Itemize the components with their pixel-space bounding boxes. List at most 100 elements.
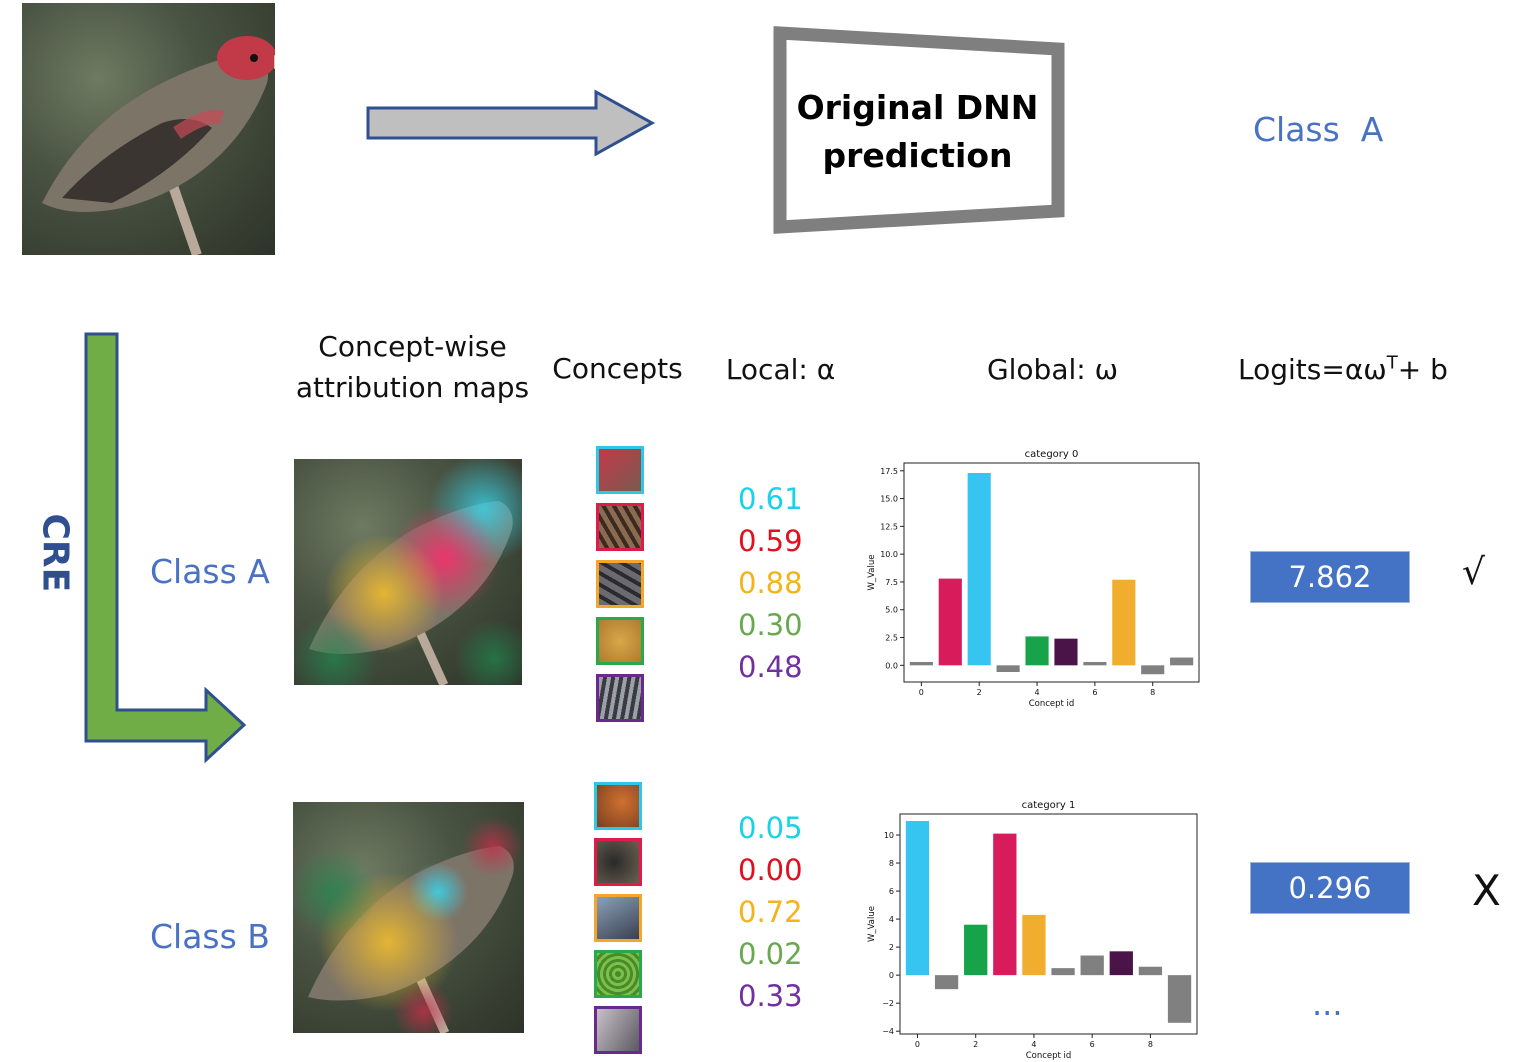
chart-bar-0 xyxy=(909,661,933,666)
y-tick-label: 0.0 xyxy=(885,661,898,670)
row-b-concept-patch-3 xyxy=(594,894,642,942)
dnn-box-label: Original DNN prediction xyxy=(795,84,1040,180)
row-a-heatmap xyxy=(294,459,522,685)
row-b-alpha-1: 0.05 xyxy=(738,811,803,845)
chart-bar-6 xyxy=(1080,955,1104,976)
header-attribution-line1: Concept-wise xyxy=(318,330,507,363)
y-tick-label: 4 xyxy=(889,915,894,924)
header-local: Local: α xyxy=(725,353,836,386)
y-tick-label: 15.0 xyxy=(880,495,898,504)
y-tick-label: 12.5 xyxy=(880,522,898,531)
arrow-to-dnn xyxy=(366,89,656,157)
row-b-incorrect-mark: X xyxy=(1472,866,1501,915)
row-a-concept-patch-5 xyxy=(596,674,644,722)
chart-frame xyxy=(899,813,1198,1035)
chart-bar-5 xyxy=(1051,968,1075,976)
x-tick-label: 0 xyxy=(915,1040,920,1049)
x-tick-label: 6 xyxy=(1092,688,1097,697)
row-b-alpha-2: 0.00 xyxy=(738,853,803,887)
input-bird-photo xyxy=(22,3,275,255)
x-tick-label: 0 xyxy=(919,688,924,697)
row-a-alpha-3: 0.88 xyxy=(738,566,803,600)
header-logits-superscript: T xyxy=(1386,352,1398,374)
dnn-box-line1: Original DNN xyxy=(796,88,1039,127)
row-a-weights-chart: category 0 0.0 2.5 5.0 7.5 10.0 12.5 15.0 17.5 0 2… xyxy=(867,449,1200,709)
chart-bar-8 xyxy=(1141,665,1165,675)
row-b-alpha-5: 0.33 xyxy=(738,979,803,1013)
x-tick-label: 4 xyxy=(1034,688,1039,697)
y-tick-label: 17.5 xyxy=(880,467,898,476)
dnn-box-line2: prediction xyxy=(822,136,1013,175)
row-b-heatmap xyxy=(293,817,523,1033)
x-tick-label: 2 xyxy=(973,1040,978,1049)
header-attribution-line2: attribution maps xyxy=(295,370,530,404)
row-a-alpha-5: 0.48 xyxy=(738,650,803,684)
y-tick-label: 6 xyxy=(889,887,894,896)
row-a-concept-patch-1 xyxy=(596,446,644,494)
chart-bar-8 xyxy=(1138,966,1163,976)
chart-bar-1 xyxy=(934,975,959,990)
chart-bar-6 xyxy=(1083,661,1107,666)
row-a-alpha-2: 0.59 xyxy=(738,524,803,558)
header-concepts: Concepts xyxy=(552,352,683,385)
row-a-concept-patch-4 xyxy=(596,617,644,665)
chart-bar-9 xyxy=(1170,657,1194,666)
x-tick-label: 6 xyxy=(1090,1040,1095,1049)
row-b-logit-value: 0.296 xyxy=(1250,862,1410,914)
y-tick-label: 10 xyxy=(884,831,894,840)
header-logits-main: Logits=αω xyxy=(1238,353,1387,386)
x-tick-label: 8 xyxy=(1150,688,1155,697)
row-b-concept-patch-4 xyxy=(594,950,642,998)
more-classes-ellipsis: ... xyxy=(1312,985,1343,1023)
chart-bar-1 xyxy=(938,578,962,666)
row-b-alpha-4: 0.02 xyxy=(738,937,803,971)
y-tick-label: 2.5 xyxy=(885,634,898,643)
row-a-alpha-4: 0.30 xyxy=(738,608,803,642)
header-attribution-maps: Concept-wise attribution maps xyxy=(285,327,540,408)
y-tick-label: 7.5 xyxy=(885,578,898,587)
predicted-class: Class A xyxy=(1253,110,1384,149)
y-tick-label: 10.0 xyxy=(880,550,898,559)
row-a-logit-value: 7.862 xyxy=(1250,551,1410,603)
row-a-concept-patch-2 xyxy=(596,503,644,551)
y-tick-label: 5.0 xyxy=(885,606,898,615)
header-logits-tail: + b xyxy=(1397,353,1448,386)
chart-title: category 1 xyxy=(1022,800,1076,811)
cre-arrow xyxy=(84,332,247,764)
x-axis-label: Concept id xyxy=(1029,699,1075,709)
row-a-alpha-1: 0.61 xyxy=(738,482,803,516)
y-tick-label: 2 xyxy=(889,943,894,952)
chart-bar-3 xyxy=(993,833,1017,976)
x-tick-label: 8 xyxy=(1148,1040,1153,1049)
chart-bar-2 xyxy=(967,473,991,666)
chart-bar-7 xyxy=(1109,951,1133,976)
chart-bar-2 xyxy=(964,924,988,976)
y-tick-label: 0 xyxy=(889,971,894,980)
y-axis-label: W_Value xyxy=(867,555,877,591)
chart-bar-5 xyxy=(1054,638,1078,666)
row-b-attribution-map xyxy=(293,802,524,1033)
row-b-alpha-3: 0.72 xyxy=(738,895,803,929)
chart-frame xyxy=(903,462,1200,683)
row-a-concept-patch-3 xyxy=(596,560,644,608)
chart-bar-7 xyxy=(1112,579,1136,666)
row-b-concept-patch-2 xyxy=(594,838,642,886)
row-a-correct-mark: √ xyxy=(1462,552,1485,593)
x-tick-label: 2 xyxy=(977,688,982,697)
y-tick-label: 8 xyxy=(889,859,894,868)
y-axis-label: W_Value xyxy=(867,906,877,942)
chart-bar-9 xyxy=(1167,975,1192,1023)
x-axis-label: Concept id xyxy=(1026,1051,1072,1061)
chart-bar-4 xyxy=(1025,636,1049,666)
header-logits: Logits=αωT+ b xyxy=(1238,350,1453,391)
chart-title: category 0 xyxy=(1025,449,1079,460)
chart-bar-4 xyxy=(1022,914,1046,976)
chart-bar-3 xyxy=(996,665,1020,672)
row-a-attribution-map xyxy=(294,459,522,685)
row-b-concept-patch-5 xyxy=(594,1006,642,1054)
row-b-concept-patch-1 xyxy=(594,782,642,830)
header-global: Global: ω xyxy=(986,353,1119,386)
row-b-class-label: Class B xyxy=(150,917,270,956)
cre-label: CRE xyxy=(34,513,76,593)
